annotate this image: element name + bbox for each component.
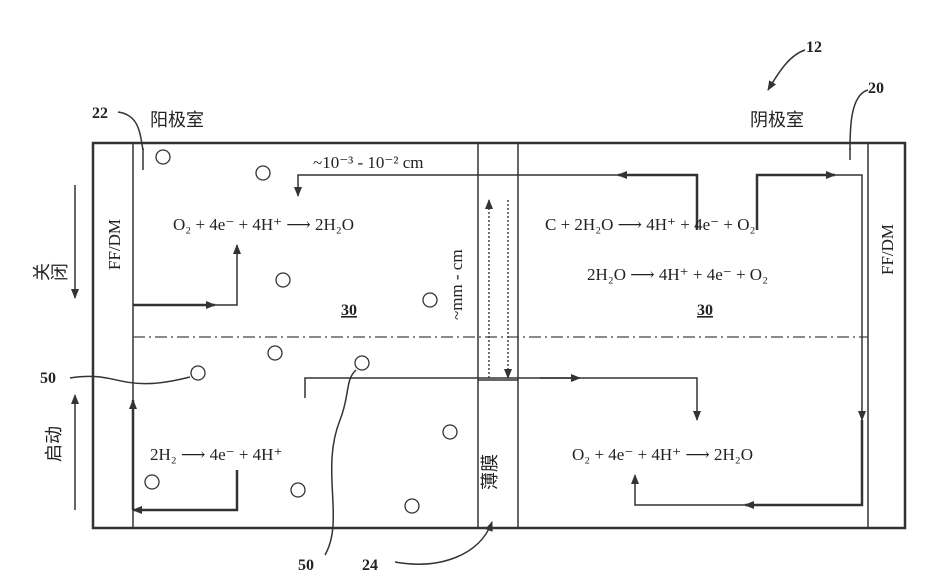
ref-30-right: 30 xyxy=(697,302,713,319)
particle xyxy=(423,293,437,307)
ref-30-left: 30 xyxy=(341,302,357,319)
electron-down-arrow xyxy=(835,175,862,420)
ref-50-left: 50 xyxy=(40,370,56,387)
ref-24: 24 xyxy=(362,557,378,574)
anode-shutdown-equation: O₂ + 4e⁻ + 4H⁺ ⟶ 2H₂O xyxy=(173,215,354,234)
ref-20: 20 xyxy=(868,80,884,97)
particle xyxy=(443,425,457,439)
anode-shutdown-proton-arrow xyxy=(298,175,478,196)
anode-chamber-label: 阳极室 xyxy=(150,110,204,130)
leader-22 xyxy=(118,112,143,150)
cathode-startup-electron-arrow xyxy=(635,475,745,505)
ref-50-bottom: 50 xyxy=(298,557,314,574)
cathode-electron-arrow xyxy=(757,175,835,230)
cathode-shutdown-equation-1: C + 2H₂O ⟶ 4H⁺ + 4e⁻ + O₂ xyxy=(545,215,755,234)
cathode-chamber-label: 阴极室 xyxy=(750,110,804,130)
leader-20 xyxy=(850,90,868,150)
particle xyxy=(355,356,369,370)
gap-dimension: ~10⁻³ - 10⁻² cm xyxy=(313,153,424,172)
membrane-label: 薄膜 xyxy=(480,454,500,490)
ref-22: 22 xyxy=(92,105,108,122)
startup-label: 启动 xyxy=(44,426,64,462)
particle xyxy=(156,150,170,164)
startup-proton-arrow xyxy=(305,378,697,420)
leader-50a xyxy=(70,376,190,383)
shutdown-label: 关闭 xyxy=(32,263,69,283)
particle xyxy=(291,483,305,497)
left-ffdm-label: FF/DM xyxy=(105,219,124,270)
particle xyxy=(268,346,282,360)
particle xyxy=(276,273,290,287)
anode-startup-equation: 2H₂ ⟶ 4e⁻ + 4H⁺ xyxy=(150,445,282,464)
particle xyxy=(191,366,205,380)
ref-12: 12 xyxy=(806,39,822,56)
particle xyxy=(145,475,159,489)
particle xyxy=(256,166,270,180)
particle xyxy=(405,499,419,513)
cathode-shutdown-equation-2: 2H₂O ⟶ 4H⁺ + 4e⁻ + O₂ xyxy=(587,265,768,284)
cathode-startup-equation: O₂ + 4e⁻ + 4H⁺ ⟶ 2H₂O xyxy=(572,445,753,464)
right-ffdm-label: FF/DM xyxy=(878,224,897,275)
membrane-width-dimension: ~mm - cm xyxy=(447,249,466,320)
electron-return-arrow xyxy=(745,420,862,505)
leader-12 xyxy=(768,50,805,90)
anode-shutdown-flow-arrow xyxy=(133,245,237,305)
